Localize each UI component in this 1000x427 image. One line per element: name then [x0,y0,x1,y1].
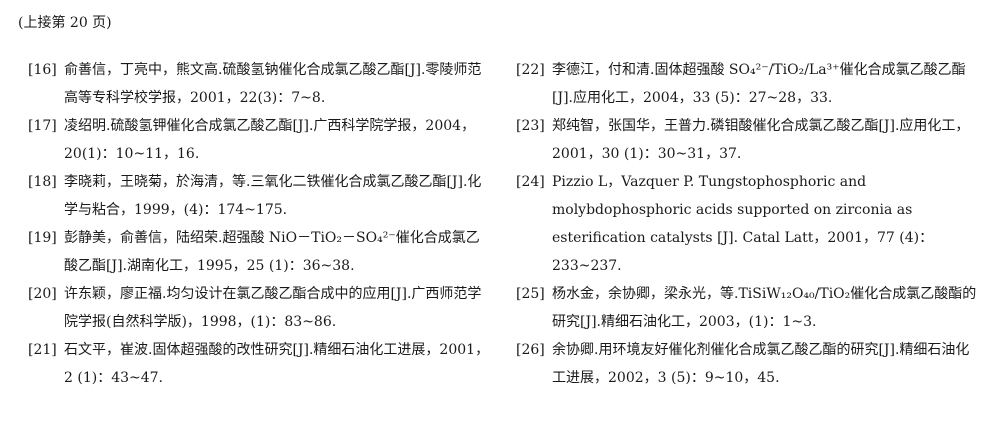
reference-text: 李德江，付和清.固体超强酸 SO₄²⁻/TiO₂/La³⁺催化合成氯乙酸乙酯[J… [552,62,966,106]
reference-text: 许东颖，廖正福.均匀设计在氯乙酸乙酯合成中的应用[J].广西师范学院学报(自然科… [64,286,482,330]
reference-text: 石文平，崔波.固体超强酸的改性研究[J].精细石油化工进展，2001，2 (1)… [64,342,490,386]
reference-number: [22] [516,62,545,78]
reference-number: [24] [516,174,545,190]
reference-text: 余协卿.用环境友好催化剂催化合成氯乙酸乙酯的研究[J].精细石油化工进展，200… [552,342,970,386]
reference-item: [21] 石文平，崔波.固体超强酸的改性研究[J].精细石油化工进展，2001，… [28,336,490,392]
reference-column-left: [16] 俞善信，丁亮中，熊文高.硫酸氢钠催化合成氯乙酸乙酯[J].零陵师范高等… [28,56,490,392]
reference-text: 杨水金，余协卿，梁永光，等.TiSiW₁₂O₄₀/TiO₂催化合成氯乙酸酯的研究… [552,286,977,330]
reference-item: [24] Pizzio L，Vazquer P. Tungstophosphor… [516,168,980,280]
reference-item: [16] 俞善信，丁亮中，熊文高.硫酸氢钠催化合成氯乙酸乙酯[J].零陵师范高等… [28,56,490,112]
reference-item: [18] 李晓莉，王晓菊，於海清，等.三氧化二铁催化合成氯乙酸乙酯[J].化学与… [28,168,490,224]
reference-number: [25] [516,286,545,302]
reference-number: [20] [28,286,57,302]
reference-item: [20] 许东颖，廖正福.均匀设计在氯乙酸乙酯合成中的应用[J].广西师范学院学… [28,280,490,336]
reference-number: [23] [516,118,545,134]
reference-number: [26] [516,342,545,358]
reference-item: [17] 凌绍明.硫酸氢钾催化合成氯乙酸乙酯[J].广西科学院学报，2004，2… [28,112,490,168]
reference-text: 凌绍明.硫酸氢钾催化合成氯乙酸乙酯[J].广西科学院学报，2004，20(1)：… [64,118,476,162]
reference-number: [16] [28,62,57,78]
reference-item: [22] 李德江，付和清.固体超强酸 SO₄²⁻/TiO₂/La³⁺催化合成氯乙… [516,56,980,112]
continued-from-header: (上接第 20 页) [18,15,112,31]
reference-text: Pizzio L，Vazquer P. Tungstophosphoric an… [552,174,934,274]
reference-column-right: [22] 李德江，付和清.固体超强酸 SO₄²⁻/TiO₂/La³⁺催化合成氯乙… [516,56,980,392]
reference-text: 俞善信，丁亮中，熊文高.硫酸氢钠催化合成氯乙酸乙酯[J].零陵师范高等专科学校学… [64,62,482,106]
reference-text: 彭静美，俞善信，陆绍荣.超强酸 NiO－TiO₂－SO₄²⁻催化合成氯乙酸乙酯[… [64,230,480,274]
reference-number: [19] [28,230,57,246]
reference-item: [25] 杨水金，余协卿，梁永光，等.TiSiW₁₂O₄₀/TiO₂催化合成氯乙… [516,280,980,336]
reference-item: [23] 郑纯智，张国华，王普力.磷钼酸催化合成氯乙酸乙酯[J].应用化工，20… [516,112,980,168]
reference-text: 李晓莉，王晓菊，於海清，等.三氧化二铁催化合成氯乙酸乙酯[J].化学与粘合，19… [64,174,482,218]
reference-number: [17] [28,118,57,134]
reference-number: [21] [28,342,57,358]
reference-text: 郑纯智，张国华，王普力.磷钼酸催化合成氯乙酸乙酯[J].应用化工，2001，30… [552,118,970,162]
reference-item: [26] 余协卿.用环境友好催化剂催化合成氯乙酸乙酯的研究[J].精细石油化工进… [516,336,980,392]
reference-item: [19] 彭静美，俞善信，陆绍荣.超强酸 NiO－TiO₂－SO₄²⁻催化合成氯… [28,224,490,280]
reference-number: [18] [28,174,57,190]
